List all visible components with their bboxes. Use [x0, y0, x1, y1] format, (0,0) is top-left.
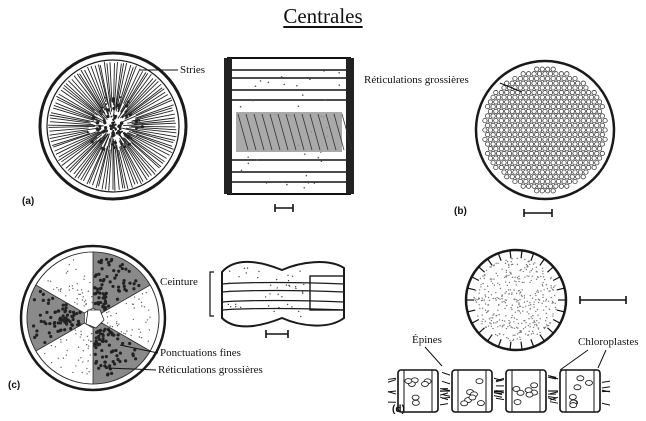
label-reticulations-c: Réticulations grossières — [158, 364, 263, 376]
panel-tag-d: (d) — [392, 404, 405, 415]
scale-bar-c — [266, 330, 288, 338]
pointer-epines — [425, 347, 442, 366]
scale-bar-a — [275, 204, 293, 212]
pointer-chloroplastes-1 — [598, 350, 606, 368]
scale-bar-b — [524, 209, 552, 217]
label-stries: Stries — [180, 64, 205, 76]
panel-a-valve-view — [40, 53, 186, 199]
bracket-ceinture — [210, 272, 214, 316]
panel-a-girdle-view — [224, 58, 354, 194]
panel-c-girdle-view — [222, 262, 344, 326]
label-chloroplastes: Chloroplastes — [578, 336, 639, 348]
label-ponctuations: Ponctuations fines — [160, 347, 241, 359]
panel-d-valve-view — [466, 250, 566, 350]
label-epines: Épines — [412, 334, 442, 346]
panel-tag-b: (b) — [454, 206, 467, 217]
panel-d-cell-chain — [388, 370, 610, 412]
panel-c-valve-view — [21, 246, 165, 390]
scale-bar-d — [580, 296, 626, 304]
label-reticulations-b: Réticulations grossières — [364, 74, 469, 86]
panel-tag-a: (a) — [22, 196, 34, 207]
panel-b-valve-view — [476, 61, 614, 199]
panel-tag-c: (c) — [8, 380, 20, 391]
pointer-chloroplastes-2 — [560, 350, 588, 370]
label-ceinture: Ceinture — [160, 276, 198, 288]
